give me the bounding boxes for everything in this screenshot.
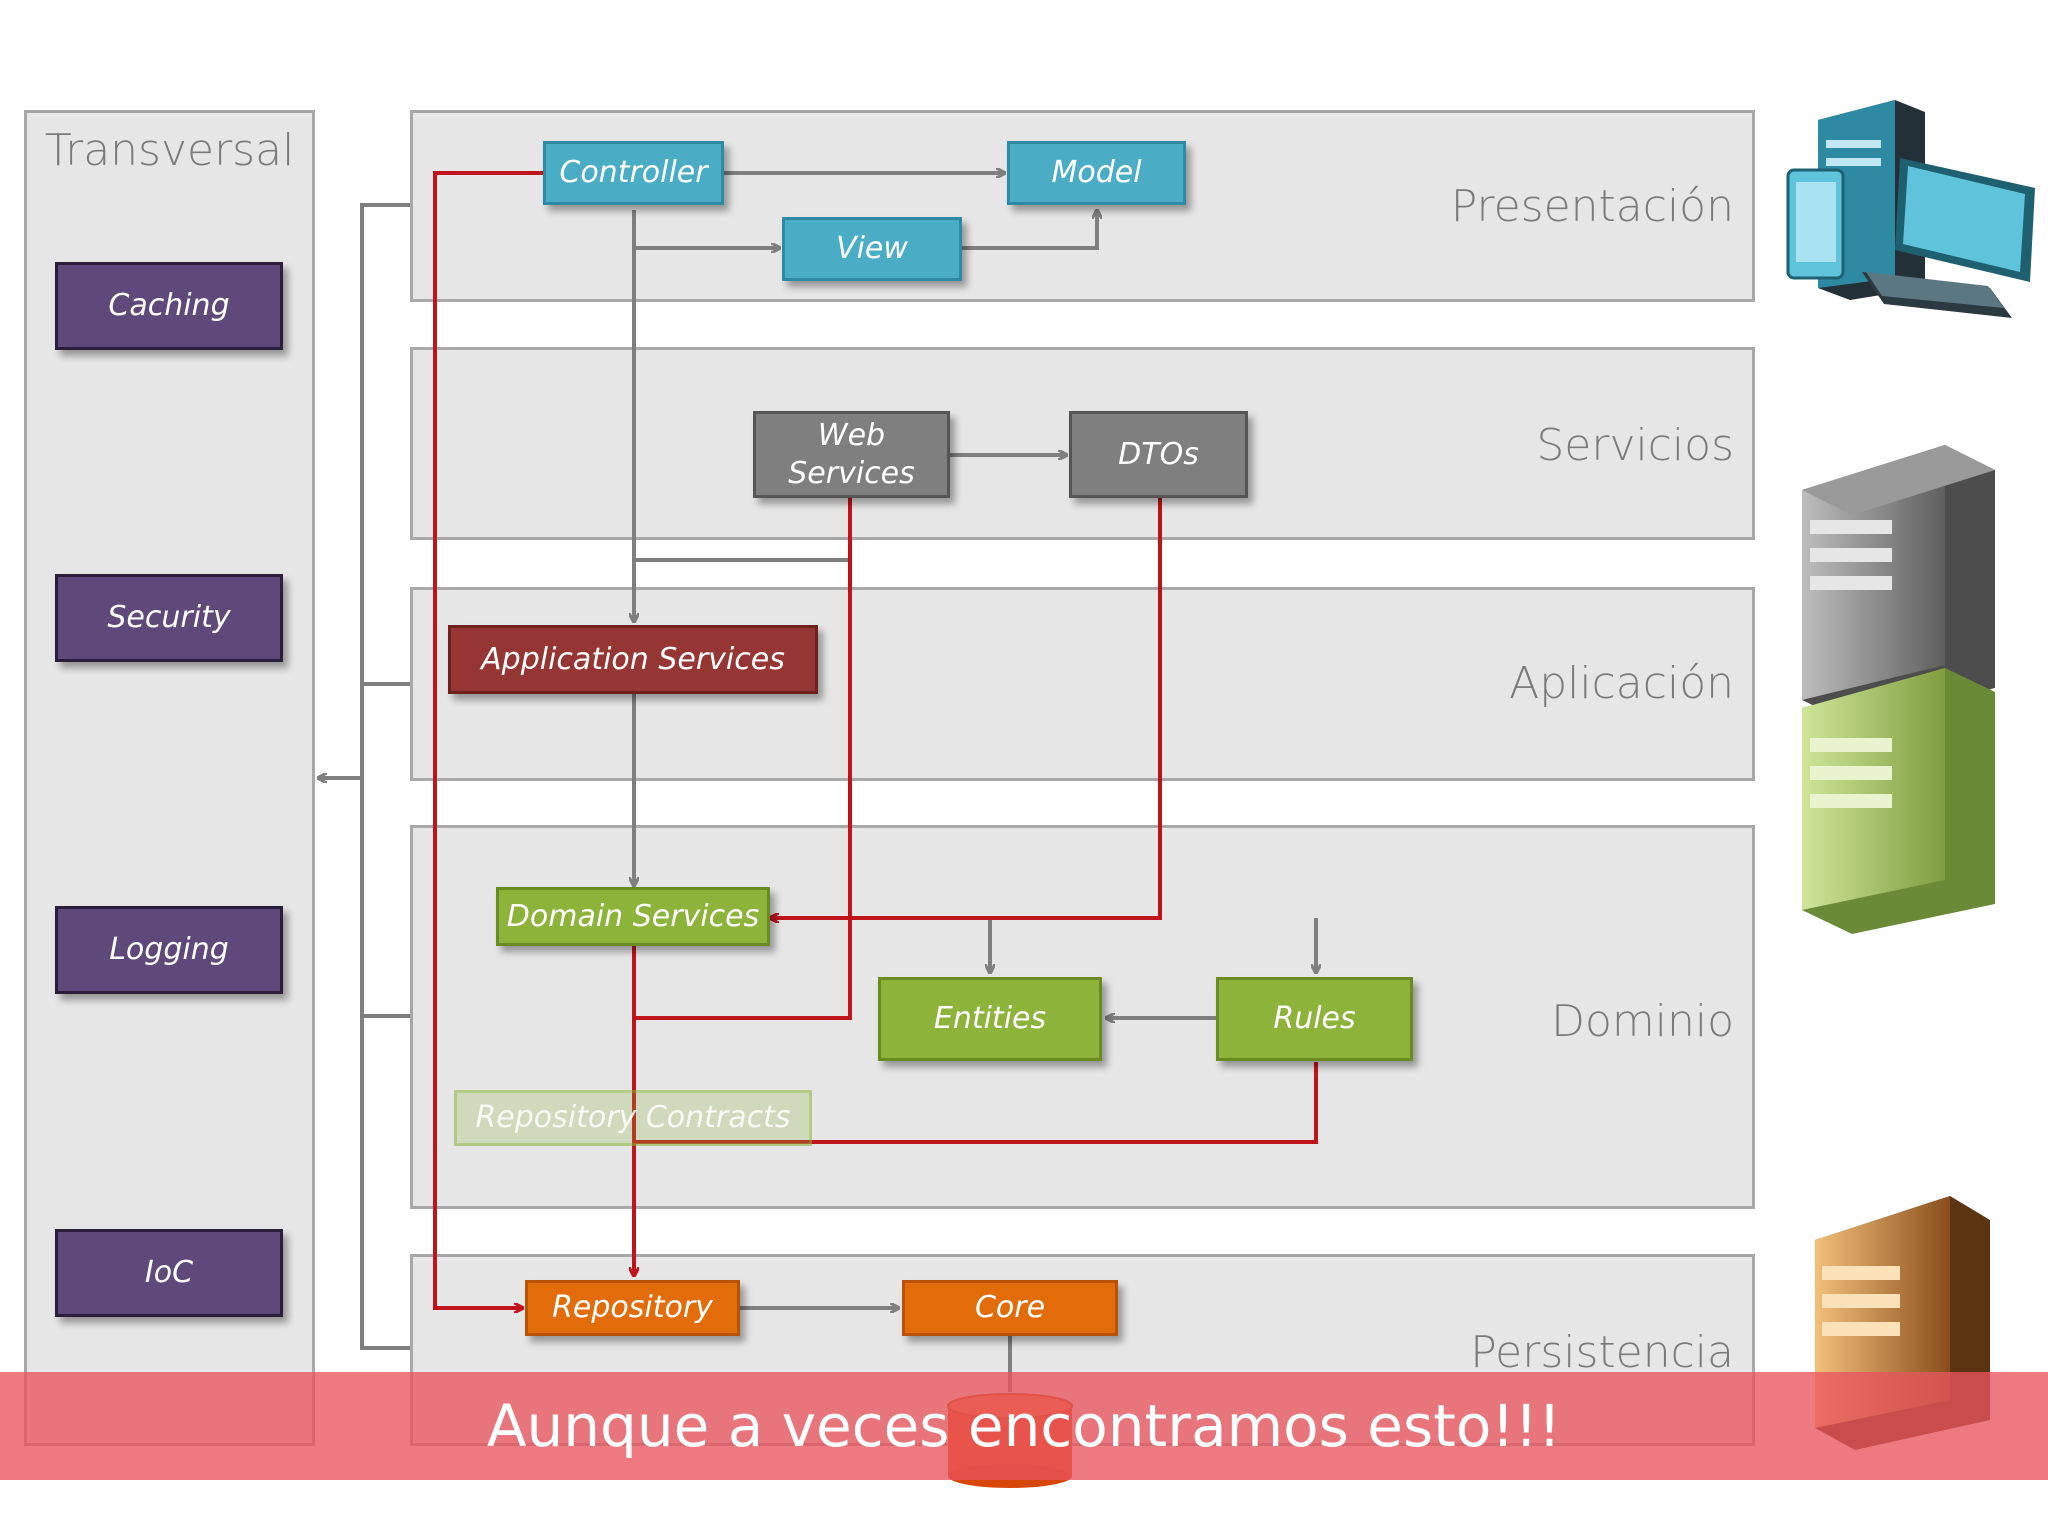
domain-services-box: Domain Services [496, 887, 770, 946]
application-title: Aplicación [1509, 658, 1734, 709]
controller-box: Controller [543, 141, 724, 205]
security-box: Security [55, 574, 283, 662]
entities-box: Entities [878, 977, 1102, 1061]
web-services-box: Web Services [753, 411, 950, 498]
persistence-title: Persistencia [1470, 1327, 1734, 1378]
transversal-title: Transversal [44, 125, 295, 176]
application-server-icon [1802, 668, 1995, 934]
model-box: Model [1007, 141, 1186, 205]
services-server-icon [1802, 445, 1995, 724]
domain-title: Dominio [1551, 996, 1734, 1047]
presentation-title: Presentación [1450, 181, 1734, 232]
logging-box: Logging [55, 906, 283, 994]
red-connectors [433, 171, 1318, 1308]
banner: Aunque a veces encontramos esto!!! [0, 1372, 2048, 1480]
dtos-box: DTOs [1069, 411, 1248, 498]
web-services-line2: Services [788, 455, 915, 491]
rules-box: Rules [1216, 977, 1413, 1061]
repository-contracts-box: Repository Contracts [454, 1090, 812, 1146]
services-title: Servicios [1536, 420, 1734, 471]
web-services-line1: Web [817, 417, 886, 453]
repository-box: Repository [525, 1280, 740, 1336]
caching-box: Caching [55, 262, 283, 350]
client-computer-icon [1786, 100, 2035, 318]
gray-connectors [318, 173, 1316, 1392]
ioc-box: IoC [55, 1229, 283, 1317]
application-services-box: Application Services [448, 625, 818, 694]
core-box: Core [902, 1280, 1118, 1336]
view-box: View [782, 217, 962, 281]
